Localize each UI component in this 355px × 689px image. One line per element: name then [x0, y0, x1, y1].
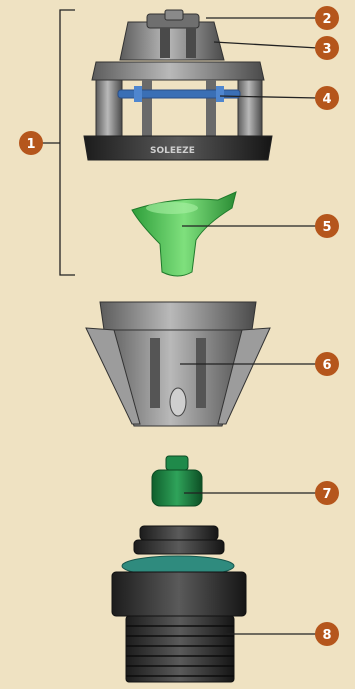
badge-6-number: 6	[322, 358, 331, 373]
embossed-brand-text: SOLEEZE	[150, 146, 195, 156]
green-filter-part	[152, 456, 202, 506]
badge-7: 7	[315, 481, 339, 505]
badge-4-number: 4	[322, 92, 331, 107]
badge-8-number: 8	[322, 628, 331, 643]
badge-3-number: 3	[322, 42, 331, 57]
badge-3: 3	[315, 36, 339, 60]
badge-2-number: 2	[322, 12, 331, 27]
badge-4: 4	[315, 86, 339, 110]
group-bracket	[60, 10, 75, 275]
badge-1: 1	[19, 131, 43, 155]
badge-5-number: 5	[322, 220, 331, 235]
badge-5: 5	[315, 214, 339, 238]
badge-1-number: 1	[26, 137, 35, 152]
badge-6: 6	[315, 352, 339, 376]
badge-2: 2	[315, 6, 339, 30]
leader-3	[214, 42, 318, 48]
head-frame-part: SOLEEZE	[84, 62, 272, 160]
badge-7-number: 7	[322, 487, 331, 502]
badge-8: 8	[315, 622, 339, 646]
green-nozzle-part	[132, 192, 236, 276]
threaded-fitting-part	[112, 526, 246, 682]
